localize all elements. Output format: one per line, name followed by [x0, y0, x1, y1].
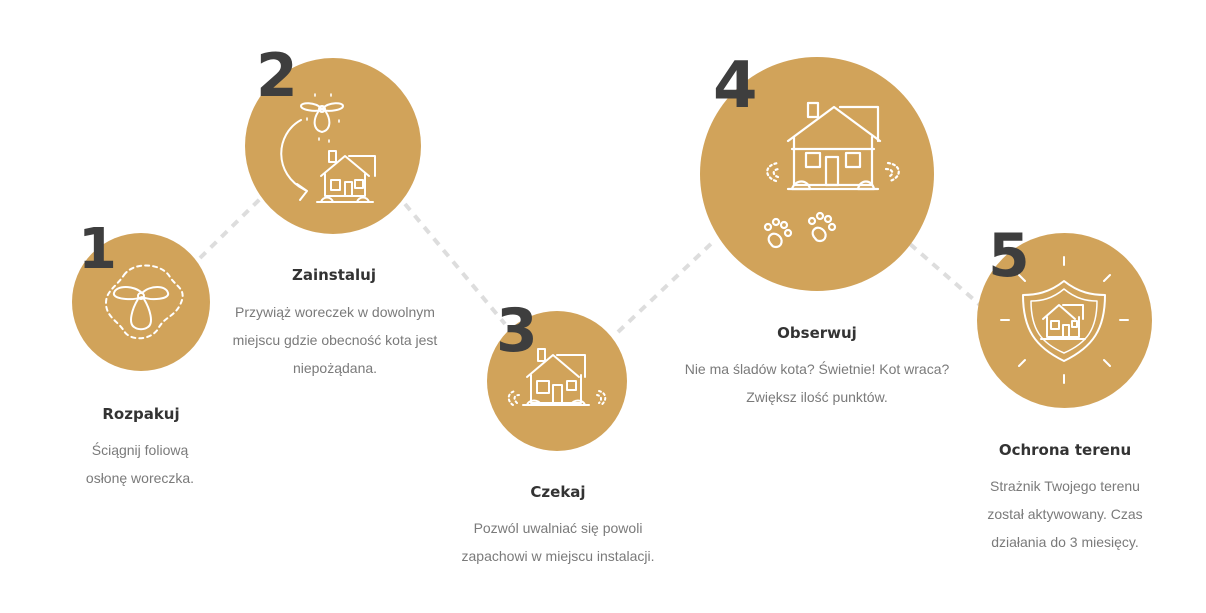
step-1-title: Rozpakuj — [102, 405, 180, 423]
connector-3-4 — [616, 238, 717, 334]
house-paws-icon — [763, 101, 900, 249]
step-5-number: 5 — [988, 221, 1030, 291]
step-2-circle — [245, 58, 421, 234]
step-3-description: Pozwól uwalniać się powoli zapachowi w m… — [461, 520, 655, 564]
house-scent-icon — [507, 348, 607, 406]
step-4-number: 4 — [713, 49, 758, 123]
shield-house-icon — [1000, 256, 1129, 384]
pouch-unwrap-icon — [105, 264, 184, 340]
connector-2-3 — [403, 202, 507, 326]
step-5-description: Strażnik Twojego terenu został aktywowan… — [987, 478, 1143, 550]
step-1-number: 1 — [78, 217, 117, 282]
step-2-number: 2 — [256, 41, 298, 111]
step-4-description: Nie ma śladów kota? Świetnie! Kot wraca?… — [684, 361, 950, 405]
step-3-title: Czekaj — [530, 483, 586, 501]
step-3-circle — [487, 311, 627, 451]
step-1-circle — [72, 233, 210, 371]
install-pouch-house-icon — [280, 93, 376, 203]
step-2-description: Przywiąż woreczek w dowolnym miejscu gdz… — [232, 304, 438, 376]
step-2-title: Zainstaluj — [291, 266, 376, 284]
step-4-circle — [700, 57, 934, 291]
step-5-title: Ochrona terenu — [998, 441, 1132, 459]
connector-4-5 — [908, 242, 982, 307]
step-4-title: Obserwuj — [777, 324, 857, 342]
step-3-number: 3 — [496, 296, 538, 366]
step-1-description: Ściągnij foliową osłonę woreczka. — [85, 442, 195, 486]
step-5-circle — [977, 233, 1152, 408]
